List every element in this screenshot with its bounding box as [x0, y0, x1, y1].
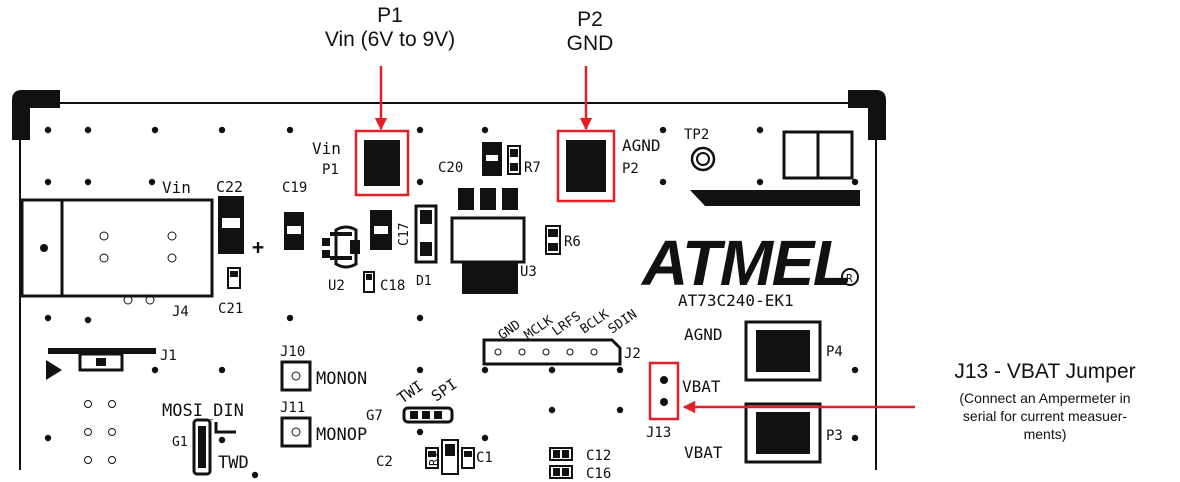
c21-capacitor [227, 267, 241, 289]
board-outline [12, 90, 886, 470]
label-g1: G1 [172, 435, 188, 450]
j13-pin-2 [660, 398, 668, 406]
label-j13: J13 [646, 425, 671, 441]
registered-mark [841, 268, 859, 286]
label-mosi-din: MOSI_DIN [162, 401, 244, 421]
label-u3: U3 [520, 264, 537, 280]
p3-pad [756, 412, 810, 454]
label-d1: D1 [416, 274, 432, 289]
label-twd: TWD [218, 453, 249, 473]
g1-jumper [192, 418, 212, 476]
p2-pad [566, 140, 606, 192]
label-tp2: TP2 [684, 127, 709, 143]
p4-pad [756, 330, 810, 372]
p2-callout-desc: GND [566, 32, 614, 55]
label-g7: G7 [366, 408, 383, 424]
label-c20: C20 [438, 160, 463, 176]
u2-regulator [322, 225, 360, 269]
corner-bracket-left [12, 90, 60, 140]
logo-text: ATMEL [640, 227, 852, 299]
r1-resistor [441, 439, 459, 475]
label-j11: J11 [280, 400, 305, 416]
g7-jumper [402, 406, 454, 424]
label-j2-sdin: SDIN [606, 307, 640, 337]
label-c18: C18 [380, 278, 405, 294]
r7-resistor [507, 145, 521, 175]
label-c2: C2 [376, 454, 393, 470]
j10-pad [280, 360, 312, 392]
j13-pin-1 [660, 376, 668, 384]
corner-bracket-right [848, 90, 886, 140]
label-p2: P2 [622, 161, 639, 177]
j13-callout-note-3: ments) [1023, 426, 1067, 442]
label-r6: R6 [564, 234, 581, 250]
p1-callout-desc: Vin (6V to 9V) [324, 28, 456, 51]
label-vbat-j13: VBAT [682, 377, 721, 396]
p1-pad [364, 140, 400, 186]
label-vbat-p3: VBAT [684, 443, 723, 462]
tp2-testpoint [690, 146, 716, 172]
label-p1: P1 [322, 162, 339, 178]
j13-highlight-box [648, 361, 680, 421]
j11-pad [280, 416, 312, 448]
c2-capacitor [425, 447, 439, 469]
j4-power-jack [20, 198, 214, 305]
c16-capacitor [549, 465, 573, 479]
j13-callout-note-2: serial for current measuer- [962, 408, 1128, 424]
label-u2: U2 [328, 278, 345, 294]
p2-callout-title: P2 [577, 8, 603, 31]
label-monop: MONOP [316, 425, 367, 445]
label-j2: J2 [624, 346, 641, 362]
p1-highlight-box [354, 129, 410, 197]
c12-capacitor [549, 447, 573, 461]
label-twi: TWI [394, 377, 427, 407]
p2-highlight-box [556, 129, 616, 203]
label-board-name: AT73C240-EK1 [678, 291, 794, 310]
p3-outline [744, 402, 822, 464]
c18-capacitor [363, 271, 375, 293]
label-registered: R [846, 272, 853, 285]
atmel-logo: ATMEL [640, 190, 860, 299]
label-monon: MONON [316, 369, 367, 389]
label-plus: + [252, 235, 264, 259]
j13-callout-note-1: (Connect an Ampermeter in [959, 390, 1131, 406]
label-agnd-tp: AGND [622, 136, 661, 155]
label-spi: SPI [428, 375, 461, 405]
board-dots [44, 126, 859, 479]
r6-resistor [545, 225, 561, 255]
label-r1: R1 [427, 452, 441, 466]
label-r7: R7 [524, 160, 541, 176]
p1-callout-title: P1 [377, 4, 403, 27]
label-j10: J10 [280, 344, 305, 360]
label-j1: J1 [160, 348, 177, 364]
label-vin-p1: Vin [312, 139, 341, 158]
u3-regulator [450, 188, 526, 294]
c22-capacitor [218, 196, 244, 254]
label-c12: C12 [586, 448, 611, 464]
label-c17: C17 [397, 223, 412, 246]
label-c19: C19 [282, 180, 307, 196]
label-c1: C1 [476, 450, 493, 466]
label-j2-bclk: BCLK [578, 307, 612, 337]
d1-diode [414, 204, 438, 264]
label-vin-j4: Vin [162, 178, 191, 197]
label-c16: C16 [586, 466, 611, 482]
c1-capacitor [461, 447, 475, 469]
p4-outline [744, 320, 822, 382]
j13-callout-title: J13 - VBAT Jumper [954, 360, 1136, 383]
label-c21: C21 [218, 301, 243, 317]
label-p4: P4 [826, 344, 843, 360]
j2-header [482, 338, 622, 366]
j1-connector [46, 348, 156, 464]
label-agnd-p4: AGND [684, 325, 723, 344]
label-p3: P3 [826, 428, 843, 444]
label-c22: C22 [216, 178, 243, 196]
label-j4: J4 [172, 304, 189, 320]
